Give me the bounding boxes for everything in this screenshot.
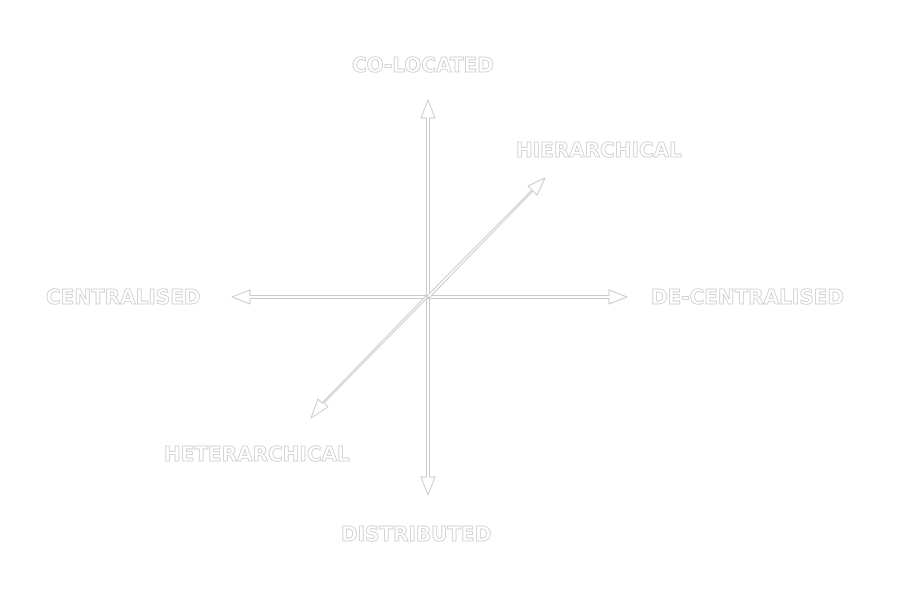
arrow-upper-right bbox=[426, 177, 546, 299]
label-co-located: CO-LOCATED bbox=[352, 53, 495, 77]
arrow-up bbox=[420, 99, 436, 297]
label-de-centralised: DE-CENTRALISED bbox=[651, 285, 845, 309]
arrow-lower-left bbox=[310, 295, 429, 419]
arrow-left bbox=[231, 289, 429, 305]
label-centralised: CENTRALISED bbox=[46, 285, 201, 309]
label-hierarchical: HIERARCHICAL bbox=[516, 138, 683, 162]
arrow-right bbox=[427, 289, 628, 305]
arrow-down bbox=[420, 297, 436, 496]
label-distributed: DISTRIBUTED bbox=[341, 522, 492, 546]
label-heterarchical: HETERARCHICAL bbox=[164, 442, 351, 466]
